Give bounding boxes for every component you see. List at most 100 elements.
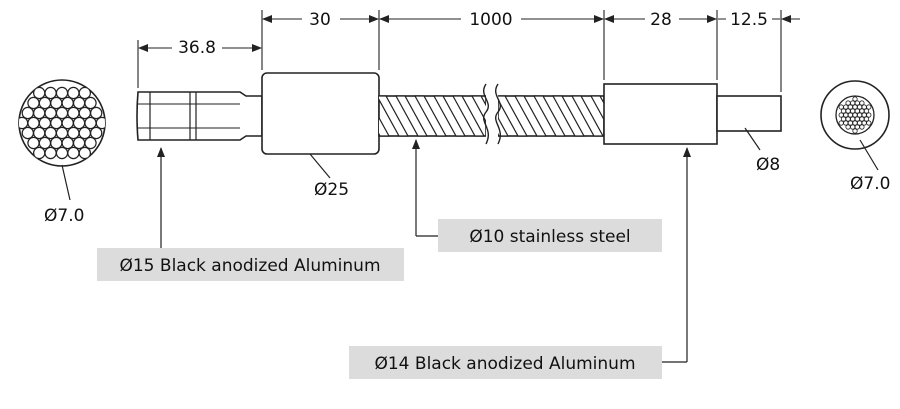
- left-end-view: [18, 79, 106, 167]
- collar: [261, 72, 380, 155]
- fiber-strand: [838, 120, 844, 126]
- dim-28: 28: [650, 10, 672, 30]
- handle-material-label: Ø15 Black anodized Aluminum: [119, 256, 380, 276]
- fiber-strand: [78, 146, 92, 160]
- fiber-strand: [859, 100, 865, 106]
- fiber-strand: [78, 86, 92, 100]
- collar-diameter: Ø25: [314, 180, 349, 200]
- fiber-strand: [72, 116, 86, 130]
- left-fiber-bundle: [19, 86, 105, 160]
- right-end-view: [820, 80, 890, 150]
- fiber-strand: [50, 136, 63, 150]
- left-bundle-leader: [61, 164, 71, 201]
- shaft-thread: [379, 95, 410, 137]
- fiber-strand: [33, 126, 46, 140]
- fiber-strand: [55, 126, 69, 140]
- left-bundle-diameter: Ø7.0: [44, 206, 84, 226]
- shaft-thread: [589, 95, 604, 121]
- fiber-strand: [852, 96, 858, 102]
- fiber-strand: [863, 108, 870, 114]
- shaft-thread: [570, 95, 604, 137]
- handle-callout-box: [97, 248, 404, 281]
- shaft-thread: [432, 95, 467, 137]
- fiber-strand: [67, 106, 80, 120]
- fiber-strand: [38, 116, 52, 130]
- fiber-strand: [44, 126, 57, 140]
- sleeve-callout: Ø14 Black anodized Aluminum: [349, 147, 691, 379]
- fiber-strand: [863, 116, 870, 122]
- shaft-thread: [470, 95, 486, 123]
- fiber-strand: [38, 136, 52, 150]
- fiber-strand: [84, 96, 97, 110]
- right-fiber-bundle: [838, 96, 872, 134]
- shaft-callout-box: [438, 219, 662, 252]
- right-bundle-diameter: Ø7.0: [850, 174, 890, 194]
- shaft-thread: [394, 95, 429, 137]
- extension-lines: [137, 10, 782, 92]
- fiber-strand: [61, 96, 74, 110]
- dim-30: 30: [309, 10, 331, 30]
- fiber-strand: [859, 124, 865, 130]
- sleeve-material-label: Ø14 Black anodized Aluminum: [374, 354, 635, 374]
- fiber-strand: [55, 146, 69, 160]
- fiber-strand: [19, 116, 29, 130]
- fiber-strand: [55, 106, 69, 120]
- handle: [136, 91, 263, 141]
- shaft-thread: [451, 95, 486, 137]
- fiber-strand: [72, 96, 86, 110]
- dim-36-8: 36.8: [178, 38, 216, 58]
- fiber-strand: [44, 146, 57, 160]
- fiber-strand: [866, 104, 872, 110]
- fiber-strand: [67, 86, 80, 100]
- fiber-strand: [27, 96, 40, 110]
- dim-1000: 1000: [469, 10, 512, 30]
- collar-leader: [309, 153, 331, 179]
- fiber-strand: [866, 120, 872, 126]
- dimension-values: 36.8 30 1000 28 12.5: [172, 8, 772, 58]
- shaft-thread: [379, 116, 391, 137]
- fiber-strand: [61, 116, 74, 130]
- fiber-strand: [852, 128, 858, 134]
- sleeve-callout-box: [349, 346, 662, 379]
- shaft: [378, 83, 605, 145]
- fiber-strand: [61, 136, 74, 150]
- fiber-strand: [84, 136, 97, 150]
- sleeve: [603, 83, 718, 145]
- fiber-strand: [89, 126, 103, 140]
- fiber-strand: [33, 106, 46, 120]
- fiber-strand: [27, 116, 40, 130]
- fiber-strand: [84, 116, 97, 130]
- right-bundle-leader: [859, 139, 879, 171]
- shaft-thread: [532, 95, 567, 137]
- fiber-strand: [845, 124, 851, 130]
- dim-12-5: 12.5: [730, 10, 768, 30]
- fiber-strand: [44, 106, 57, 120]
- fiber-strand: [67, 126, 80, 140]
- fiber-strand: [67, 146, 80, 160]
- fiber-strand: [55, 86, 69, 100]
- fiber-strand: [50, 96, 63, 110]
- fiber-strand: [21, 126, 34, 140]
- shaft-thread: [498, 95, 529, 137]
- fiber-strand: [21, 106, 34, 120]
- fiber-strand: [27, 136, 40, 150]
- fiber-strand: [50, 116, 63, 130]
- fiber-strand: [78, 106, 92, 120]
- fiber-strand: [95, 116, 105, 130]
- fiber-strand: [72, 136, 86, 150]
- shaft-material-label: Ø10 stainless steel: [469, 227, 630, 247]
- fiber-strand: [78, 126, 92, 140]
- end-pin-leader: [744, 127, 761, 151]
- handle-callout: Ø15 Black anodized Aluminum: [97, 147, 404, 281]
- fiber-strand: [866, 112, 872, 118]
- fiber-strand: [89, 106, 103, 120]
- fiber-strand: [44, 86, 57, 100]
- end-pin-diameter: Ø8: [756, 155, 780, 175]
- shaft-thread: [551, 95, 586, 137]
- shaft-callout: Ø10 stainless steel: [412, 139, 662, 252]
- shaft-thread: [413, 95, 448, 137]
- shaft-thread: [513, 95, 548, 137]
- fiber-strand: [38, 96, 52, 110]
- end-pin: [716, 95, 782, 132]
